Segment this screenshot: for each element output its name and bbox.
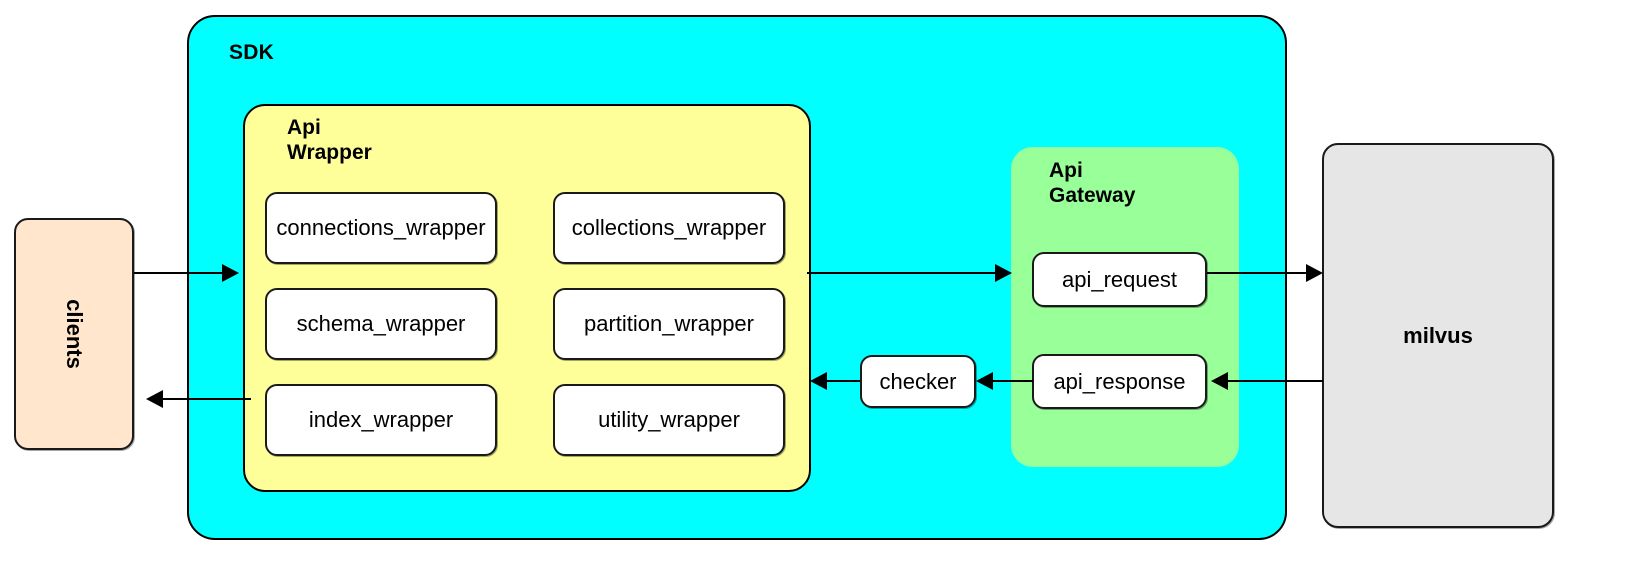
node-collections-wrapper[interactable]: collections_wrapper: [553, 192, 785, 264]
arrow-milvus-to-response-head: [1211, 372, 1228, 390]
clients-label: clients: [61, 299, 87, 369]
node-checker[interactable]: checker: [860, 355, 976, 408]
arrow-checker-to-wrapper-head: [810, 372, 827, 390]
node-utility-wrapper[interactable]: utility_wrapper: [553, 384, 785, 456]
arrow-sdk-to-clients-line: [163, 398, 251, 400]
api-wrapper-label-line1: Api: [287, 116, 321, 139]
arrow-response-to-checker-head: [976, 372, 993, 390]
arrow-checker-to-wrapper-line: [827, 380, 860, 382]
milvus-label: milvus: [1403, 322, 1473, 348]
arrow-clients-to-wrapper-head: [222, 264, 239, 282]
api-wrapper-container-label: Api Wrapper: [287, 116, 437, 166]
milvus-box[interactable]: milvus: [1322, 143, 1554, 528]
node-api-request[interactable]: api_request: [1032, 252, 1207, 307]
arrow-request-to-milvus-line: [1207, 272, 1314, 274]
node-index-wrapper[interactable]: index_wrapper: [265, 384, 497, 456]
node-connections-wrapper[interactable]: connections_wrapper: [265, 192, 497, 264]
node-partition-wrapper[interactable]: partition_wrapper: [553, 288, 785, 360]
arrow-response-to-checker-line: [993, 380, 1033, 382]
api-gateway-container: Api Gateway: [1011, 147, 1239, 467]
arrow-clients-to-wrapper-line: [134, 272, 224, 274]
api-gateway-container-label: Api Gateway: [1049, 159, 1209, 209]
arrow-milvus-to-response-line: [1228, 380, 1323, 382]
node-api-response[interactable]: api_response: [1032, 354, 1207, 409]
arrow-sdk-to-clients-head: [146, 390, 163, 408]
api-wrapper-label-line2: Wrapper: [287, 140, 372, 164]
arrow-wrapper-to-gateway-line: [807, 272, 997, 274]
api-gateway-label-line2: Gateway: [1049, 183, 1136, 207]
arrow-wrapper-to-gateway-head: [995, 264, 1012, 282]
node-schema-wrapper[interactable]: schema_wrapper: [265, 288, 497, 360]
arrow-request-to-milvus-head: [1306, 264, 1323, 282]
clients-box[interactable]: clients: [14, 218, 134, 450]
api-gateway-label-line1: Api: [1049, 159, 1083, 182]
sdk-container-label: SDK: [229, 41, 274, 64]
